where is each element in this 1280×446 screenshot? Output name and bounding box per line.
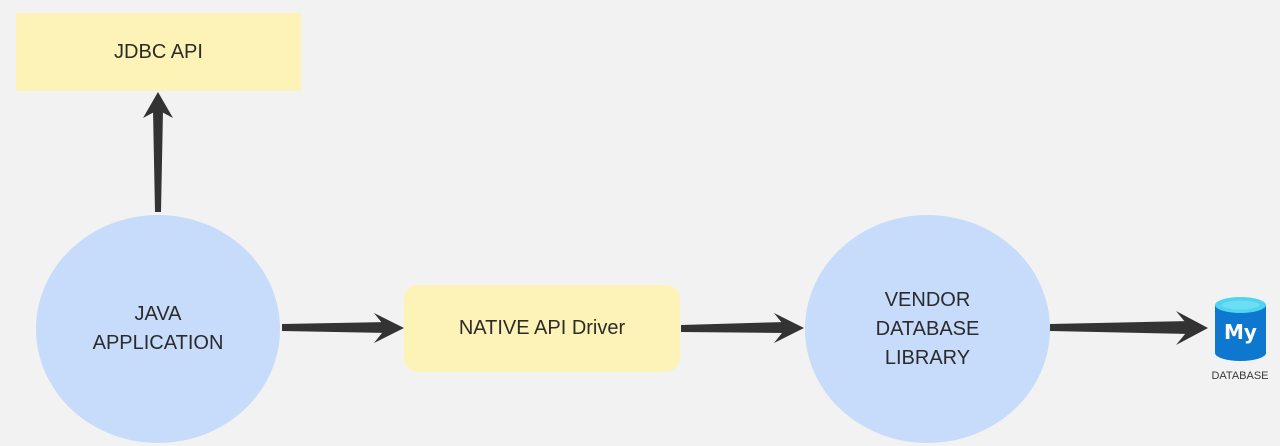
arrow-vendor-to-database (1050, 311, 1208, 345)
native-api-driver-label: NATIVE API Driver (458, 317, 626, 339)
java-application-node: JAVA APPLICATION (36, 215, 280, 443)
jdbc-api-box: JDBC API (16, 13, 301, 91)
native-api-driver-box: NATIVE API Driver (404, 285, 680, 372)
mysql-database-icon: My (1215, 297, 1266, 361)
vendor-library-label-line-3: LIBRARY (884, 346, 971, 369)
database-caption: DATABASE (1211, 370, 1269, 382)
vendor-library-label-line-1: VENDOR (884, 288, 971, 311)
vendor-database-library-node: VENDOR DATABASE LIBRARY (805, 215, 1050, 443)
jdbc-api-label: JDBC API (114, 40, 203, 63)
arrow-java-to-jdbc (143, 92, 173, 212)
java-application-label-line-2: APPLICATION (92, 332, 224, 354)
vendor-library-label-line-2: DATABASE (875, 317, 980, 340)
java-application-label-line-1: JAVA (134, 303, 182, 325)
database-icon-text: My (1224, 320, 1257, 344)
arrow-native-to-vendor (681, 313, 804, 343)
arrow-java-to-native (282, 313, 404, 343)
